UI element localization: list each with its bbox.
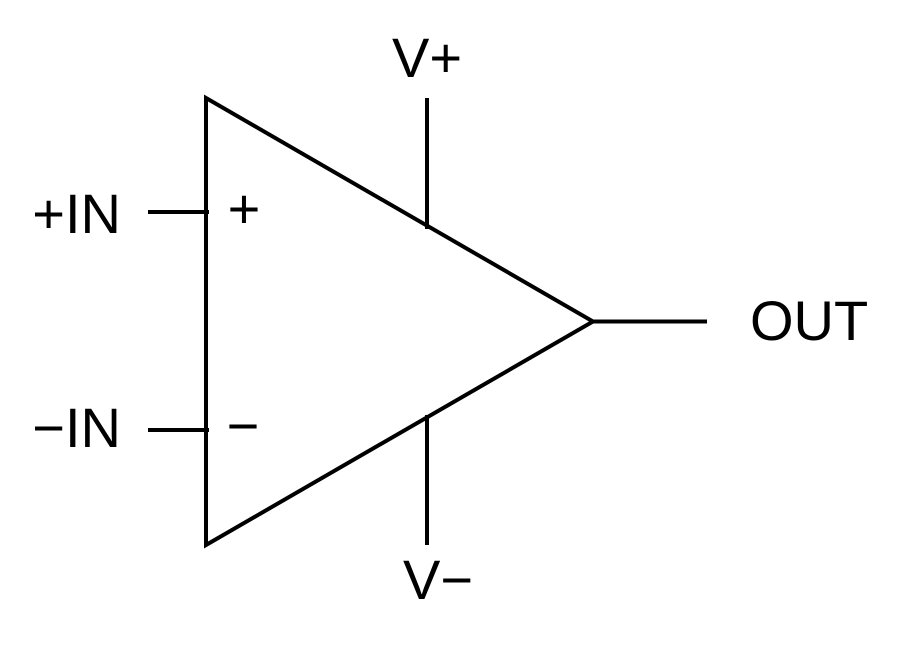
output-label: OUT bbox=[750, 289, 868, 352]
op-amp-triangle bbox=[204, 94, 597, 549]
noninverting-polarity-mark: + bbox=[228, 177, 261, 240]
inverting-polarity-mark: − bbox=[227, 394, 260, 457]
noninverting-input-label: +IN bbox=[32, 182, 121, 245]
positive-supply-label: V+ bbox=[392, 26, 462, 89]
inverting-input-label: −IN bbox=[32, 396, 121, 459]
negative-supply-label: V− bbox=[403, 548, 473, 611]
